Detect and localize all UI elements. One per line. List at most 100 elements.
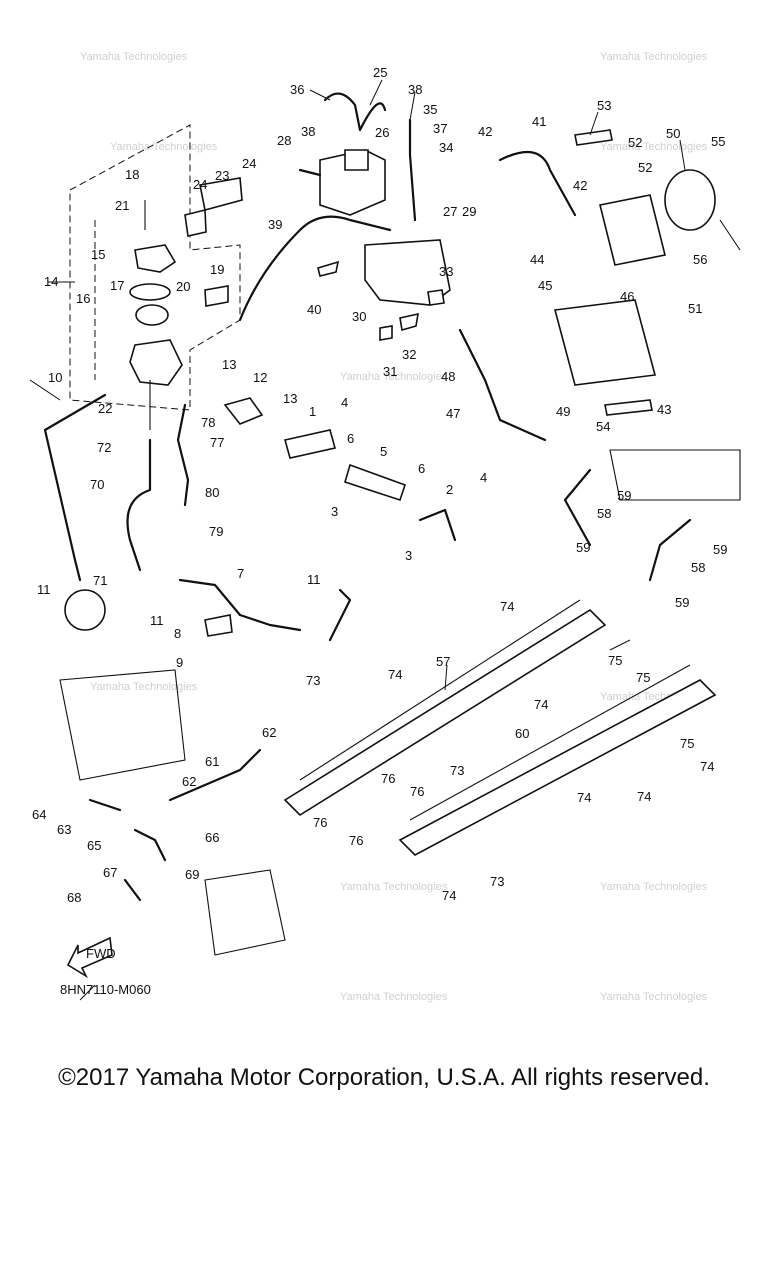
- callout-75b: 75: [636, 670, 650, 685]
- callout-46: 46: [620, 289, 634, 304]
- callout-52a: 52: [628, 135, 642, 150]
- callout-59a: 59: [617, 488, 631, 503]
- callout-11b: 11: [150, 613, 164, 628]
- diagram-code: 8HN7110-M060: [60, 982, 151, 997]
- watermarks: Yamaha Technologies Yamaha Technologies …: [80, 51, 708, 1003]
- callout-24a: 24: [193, 177, 207, 192]
- callout-12: 12: [253, 370, 267, 385]
- callout-16: 16: [76, 291, 90, 306]
- right-hoses: [563, 449, 741, 582]
- callout-78: 78: [201, 415, 215, 430]
- callout-74e: 74: [577, 790, 591, 805]
- callout-73b: 73: [450, 763, 464, 778]
- callout-74d: 74: [700, 759, 714, 774]
- callout-43: 43: [657, 402, 671, 417]
- copyright-notice: ©2017 Yamaha Motor Corporation, U.S.A. A…: [58, 1064, 710, 1091]
- callout-76c: 76: [313, 815, 327, 830]
- callout-4a: 4: [341, 395, 348, 410]
- callout-54: 54: [596, 419, 610, 434]
- callout-73c: 73: [490, 874, 504, 889]
- svg-text:Yamaha Technologies: Yamaha Technologies: [600, 141, 708, 153]
- callout-57: 57: [436, 654, 450, 669]
- callout-64: 64: [32, 807, 46, 822]
- callout-3a: 3: [331, 504, 338, 519]
- callout-74a: 74: [500, 599, 514, 614]
- callout-80: 80: [205, 485, 219, 500]
- callout-39: 39: [268, 217, 282, 232]
- left-hoses: [43, 393, 352, 642]
- callout-47: 47: [446, 406, 460, 421]
- callout-60: 60: [515, 726, 529, 741]
- callout-38b: 38: [301, 124, 315, 139]
- callout-71: 71: [93, 573, 107, 588]
- callout-41: 41: [532, 114, 546, 129]
- center-pipes: [176, 397, 457, 542]
- callout-65: 65: [87, 838, 101, 853]
- callout-17: 17: [110, 278, 124, 293]
- callout-79: 79: [209, 524, 223, 539]
- callout-76a: 76: [381, 771, 395, 786]
- callout-11c: 11: [307, 572, 321, 587]
- callout-1: 1: [309, 404, 316, 419]
- callout-34: 34: [439, 140, 453, 155]
- callout-30: 30: [352, 309, 366, 324]
- svg-text:Yamaha Technologies: Yamaha Technologies: [340, 881, 448, 893]
- callout-70: 70: [90, 477, 104, 492]
- callout-42a: 42: [478, 124, 492, 139]
- callout-26: 26: [375, 125, 389, 140]
- callout-29: 29: [462, 204, 476, 219]
- callout-32: 32: [402, 347, 416, 362]
- callout-24b: 24: [242, 156, 256, 171]
- callout-9: 9: [176, 655, 183, 670]
- callout-42b: 42: [573, 178, 587, 193]
- callout-75c: 75: [680, 736, 694, 751]
- callout-33: 33: [439, 264, 453, 279]
- callout-66: 66: [205, 830, 219, 845]
- callout-74f: 74: [637, 789, 651, 804]
- callout-22: 22: [98, 401, 112, 416]
- callout-59c: 59: [713, 542, 727, 557]
- callout-62b: 62: [182, 774, 196, 789]
- callout-38a: 38: [408, 82, 422, 97]
- callout-63: 63: [57, 822, 71, 837]
- callout-68: 68: [67, 890, 81, 905]
- callout-20: 20: [176, 279, 190, 294]
- svg-text:Yamaha Technologies: Yamaha Technologies: [90, 681, 198, 693]
- callout-3b: 3: [405, 548, 412, 563]
- callout-2: 2: [446, 482, 453, 497]
- callout-56: 56: [693, 252, 707, 267]
- callout-48: 48: [441, 369, 455, 384]
- callout-45: 45: [538, 278, 552, 293]
- callout-49: 49: [556, 404, 570, 419]
- callout-21: 21: [115, 198, 129, 213]
- callout-72: 72: [97, 440, 111, 455]
- callout-14: 14: [44, 274, 58, 289]
- callout-6b: 6: [418, 461, 425, 476]
- callout-31: 31: [383, 364, 397, 379]
- callout-19: 19: [210, 262, 224, 277]
- callout-55: 55: [711, 134, 725, 149]
- svg-text:Yamaha Technologies: Yamaha Technologies: [110, 141, 218, 153]
- callout-23: 23: [215, 168, 229, 183]
- callout-44: 44: [530, 252, 544, 267]
- callout-58a: 58: [597, 506, 611, 521]
- callout-59d: 59: [675, 595, 689, 610]
- callout-35: 35: [423, 102, 437, 117]
- leader-lines: [29, 79, 686, 1001]
- callout-58b: 58: [691, 560, 705, 575]
- callout-77: 77: [210, 435, 224, 450]
- callout-10: 10: [48, 370, 62, 385]
- callout-labels: 1 2 3 3 4 4 5 6 6 7 8 9 10 11 11 11 12 1…: [32, 65, 727, 905]
- callout-11a: 11: [37, 582, 51, 597]
- svg-text:Yamaha Technologies: Yamaha Technologies: [340, 991, 448, 1003]
- callout-13a: 13: [222, 357, 236, 372]
- callout-73a: 73: [306, 673, 320, 688]
- callout-7: 7: [237, 566, 244, 581]
- svg-text:Yamaha Technologies: Yamaha Technologies: [80, 51, 188, 63]
- callout-18: 18: [125, 167, 139, 182]
- callout-13b: 13: [283, 391, 297, 406]
- callout-15: 15: [91, 247, 105, 262]
- callout-67: 67: [103, 865, 117, 880]
- callout-74b: 74: [388, 667, 402, 682]
- callout-27: 27: [443, 204, 457, 219]
